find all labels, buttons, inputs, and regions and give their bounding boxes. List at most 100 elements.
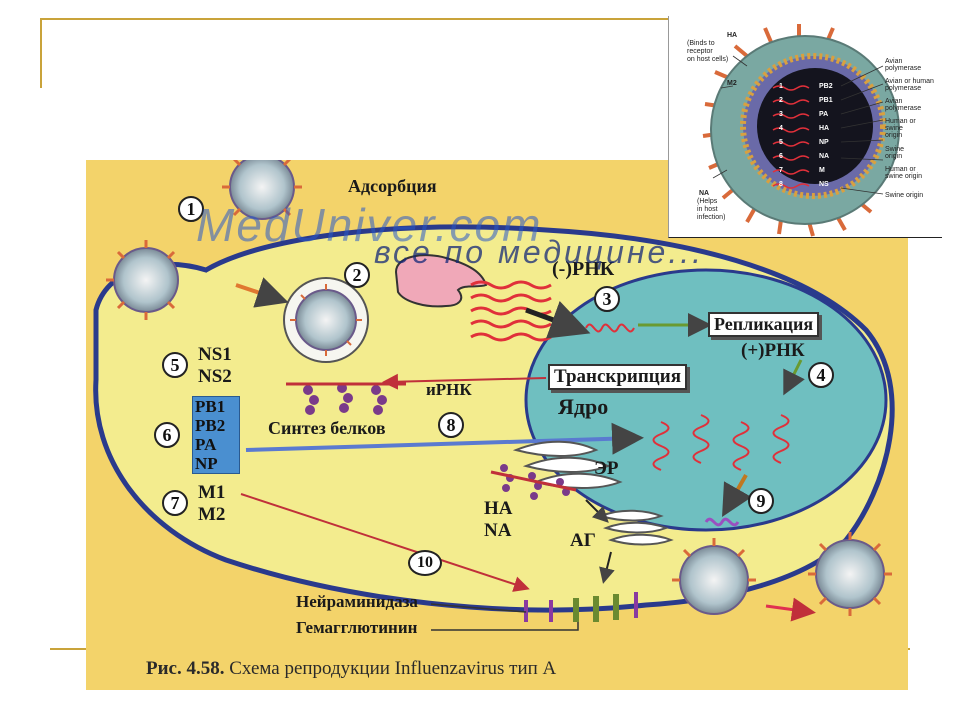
- origin-2-line-2: polymerase: [885, 85, 922, 92]
- inset-na-note-3: infection): [697, 214, 726, 221]
- origin-7-line-1: Swine origin: [885, 192, 924, 199]
- protein-pb2: PB2: [195, 416, 226, 435]
- step-7: 7: [162, 490, 188, 516]
- label-protein-synthesis: Синтез белков: [268, 418, 386, 438]
- er-mrna: [490, 470, 577, 492]
- slide-frame-left: [40, 18, 42, 88]
- membrane-glycoproteins: [524, 592, 638, 622]
- label-positive-rna: (+)РНК: [741, 340, 805, 361]
- label-ns1: NS1: [198, 344, 232, 365]
- neuraminidase-pointer: [430, 603, 527, 613]
- rna-coil-nucleus: [585, 323, 635, 333]
- origin-4-line-3: origin: [885, 132, 903, 139]
- inset-ha-label: HA: [727, 32, 738, 39]
- protein-pa: PA: [195, 435, 217, 454]
- entry-arrow: [235, 277, 289, 308]
- import-arrow: [525, 300, 591, 339]
- mrna-export-arrow: [382, 373, 547, 390]
- label-transcription: Транскрипция: [548, 364, 687, 390]
- rna-exit-arrow: [722, 474, 752, 517]
- release-arrow: [765, 597, 816, 622]
- endosome: [283, 277, 369, 363]
- step-5: 5: [162, 352, 188, 378]
- protein-np: NP: [195, 454, 218, 473]
- step-1: 1: [178, 196, 204, 222]
- to-golgi-arrow: [585, 499, 609, 523]
- label-nucleus: Ядро: [558, 394, 609, 419]
- segment-number-5: 5: [779, 139, 783, 146]
- inset-na-label: NA: [699, 190, 710, 197]
- caption-bar: [86, 652, 908, 690]
- step-6: 6: [154, 422, 180, 448]
- label-hemagglutinin: Гемагглютинин: [296, 618, 418, 637]
- step-8: 8: [438, 412, 464, 438]
- label-ha: HA: [484, 498, 513, 519]
- golgi-export-arrow: [599, 551, 615, 584]
- protein-pb1: PB1: [195, 397, 226, 416]
- label-na: NA: [484, 520, 512, 541]
- watermark-site: MedUniver.com: [196, 199, 543, 251]
- golgi-apparatus: [597, 509, 674, 546]
- step-9: 9: [748, 488, 774, 514]
- rna-segments: [772, 85, 810, 189]
- figure-caption: Рис. 4.58. Схема репродукции Influenzavi…: [146, 658, 556, 680]
- origin-1-line-2: polymerase: [885, 65, 922, 72]
- pos-rna-arrow: [783, 359, 805, 396]
- exported-rna: [704, 517, 740, 527]
- segment-number-7: 7: [779, 167, 783, 174]
- caption-text: Схема репродукции Influenzavirus тип А: [224, 658, 557, 679]
- origin-5-line-2: origin: [885, 153, 903, 160]
- progeny-rna-coils: [652, 414, 790, 471]
- label-golgi: АГ: [570, 530, 596, 551]
- matrix-protein-arrow: [240, 493, 530, 592]
- slide-frame-top: [40, 18, 668, 20]
- origin-1-line-1: Avian: [885, 58, 903, 65]
- step-2: 2: [344, 262, 370, 288]
- inset-na-note-1: (Helps: [697, 198, 718, 205]
- label-m2: M2: [198, 504, 226, 525]
- ribosome-chains: [303, 383, 387, 415]
- polymerase-protein-box: PB1 PB2 PA NP: [192, 396, 240, 474]
- segment-number-4: 4: [779, 125, 783, 132]
- inset-ha-note-2: receptor: [687, 48, 713, 55]
- segment-ns: NS: [819, 181, 829, 188]
- segment-number-8: 8: [779, 181, 783, 188]
- inset-ha-note-3: on host cells): [687, 56, 729, 63]
- inset-na-note-2: in host: [697, 206, 718, 213]
- segment-number-3: 3: [779, 111, 783, 118]
- label-negative-rna: (-)РНК: [552, 258, 615, 280]
- virus-adsorbing-2: [106, 240, 179, 320]
- inset-ha-note-1: (Binds to: [687, 40, 715, 47]
- step-10: 10: [408, 550, 442, 576]
- virion-graphics: [702, 24, 900, 237]
- origin-3-line-2: polymerase: [885, 105, 922, 112]
- caption-figure-number: Рис. 4.58.: [146, 658, 225, 679]
- step-3: 3: [594, 286, 620, 312]
- virus-budding: [672, 538, 756, 615]
- origin-pointers: [712, 55, 884, 195]
- origin-6-line-2: swine origin: [885, 173, 922, 180]
- uncoating-virion: [394, 254, 488, 308]
- virion-inset: HA (Binds to receptor on host cells) M2 …: [668, 16, 942, 238]
- segment-number-2: 2: [779, 97, 783, 104]
- virion-core: [757, 68, 873, 184]
- reproduction-diagram: Адсорбция (-)РНК Репликация (+)РНК иРНК …: [86, 160, 908, 690]
- segment-number-1: 1: [779, 83, 783, 90]
- watermark-tagline: все по медицине...: [374, 234, 705, 270]
- segment-na: NA: [819, 153, 830, 160]
- label-ns2: NS2: [198, 366, 232, 387]
- label-adsorption: Адсорбция: [348, 176, 437, 196]
- origin-4-line-1: Human or: [885, 118, 916, 125]
- segment-pa: PA: [819, 111, 829, 118]
- label-mrna: иРНК: [426, 380, 472, 399]
- hemagglutinin-pointer: [431, 622, 579, 631]
- segment-pb2: PB2: [819, 83, 833, 90]
- protein-import-arrow: [245, 422, 644, 455]
- virus-adsorbing-1: [222, 160, 302, 220]
- segment-m: M: [819, 167, 825, 174]
- label-neuraminidase: Нейраминидаза: [296, 592, 418, 611]
- label-er: ЭР: [594, 458, 619, 479]
- step-4: 4: [808, 362, 834, 388]
- origin-2-line-1: Avian or human: [885, 78, 934, 85]
- segment-number-6: 6: [779, 153, 783, 160]
